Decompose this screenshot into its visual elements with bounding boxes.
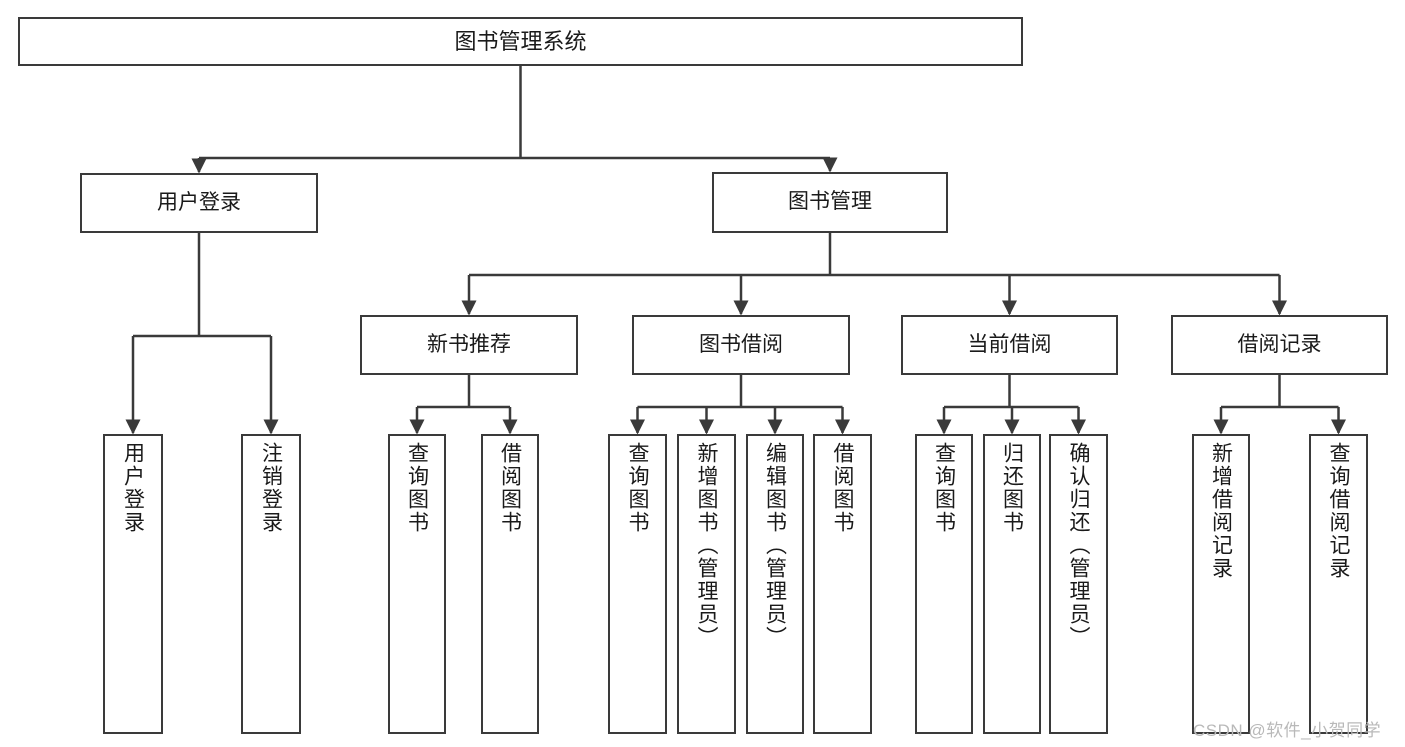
node-label: 注销登录 (259, 442, 283, 534)
node-label: 查询借阅记录 (1327, 442, 1350, 580)
node-leaf-edit-book-admin[interactable]: 编辑图书（管理员） (746, 434, 804, 734)
node-label: 归还图书 (1000, 442, 1024, 534)
node-label: 编辑图书（管理员） (763, 442, 787, 649)
node-label: 借阅记录 (1237, 332, 1322, 356)
node-label: 新增借阅记录 (1209, 442, 1233, 580)
node-label: 用户登录 (121, 442, 145, 534)
node-label: 图书借阅 (699, 332, 783, 356)
node-label: 借阅图书 (498, 442, 522, 534)
node-book-borrowing[interactable]: 图书借阅 (632, 315, 850, 375)
node-label: 用户登录 (157, 190, 241, 214)
node-new-book-recommendation[interactable]: 新书推荐 (360, 315, 578, 375)
node-leaf-query-borrowing-record[interactable]: 查询借阅记录 (1309, 434, 1368, 734)
node-root-book-management-system[interactable]: 图书管理系统 (18, 17, 1023, 66)
node-label: 确认归还（管理员） (1067, 442, 1090, 649)
node-leaf-user-login[interactable]: 用户登录 (103, 434, 163, 734)
node-label: 查询图书 (405, 442, 429, 534)
node-leaf-borrow-book-b[interactable]: 借阅图书 (813, 434, 872, 734)
node-label: 当前借阅 (967, 332, 1052, 356)
node-leaf-confirm-return-admin[interactable]: 确认归还（管理员） (1049, 434, 1108, 734)
node-leaf-add-book-admin[interactable]: 新增图书（管理员） (677, 434, 736, 734)
node-label: 新书推荐 (427, 332, 511, 356)
node-leaf-query-book-b[interactable]: 查询图书 (608, 434, 667, 734)
node-leaf-query-book-a[interactable]: 查询图书 (388, 434, 446, 734)
node-current-borrowing[interactable]: 当前借阅 (901, 315, 1118, 375)
node-leaf-add-borrowing-record[interactable]: 新增借阅记录 (1192, 434, 1250, 734)
node-borrowing-record[interactable]: 借阅记录 (1171, 315, 1388, 375)
node-label: 图书管理 (788, 190, 872, 214)
node-label: 查询图书 (626, 442, 649, 534)
node-leaf-query-book-c[interactable]: 查询图书 (915, 434, 973, 734)
node-label: 新增图书（管理员） (695, 442, 718, 649)
node-leaf-logout-login[interactable]: 注销登录 (241, 434, 301, 734)
node-label: 查询图书 (932, 442, 956, 534)
node-leaf-return-book[interactable]: 归还图书 (983, 434, 1041, 734)
node-leaf-borrow-book-a[interactable]: 借阅图书 (481, 434, 539, 734)
node-user-login[interactable]: 用户登录 (80, 173, 318, 233)
node-label: 借阅图书 (831, 442, 854, 534)
watermark: CSDN @软件_小贺同学 (1193, 721, 1382, 740)
node-label: 图书管理系统 (454, 28, 587, 54)
node-book-management[interactable]: 图书管理 (712, 172, 948, 233)
